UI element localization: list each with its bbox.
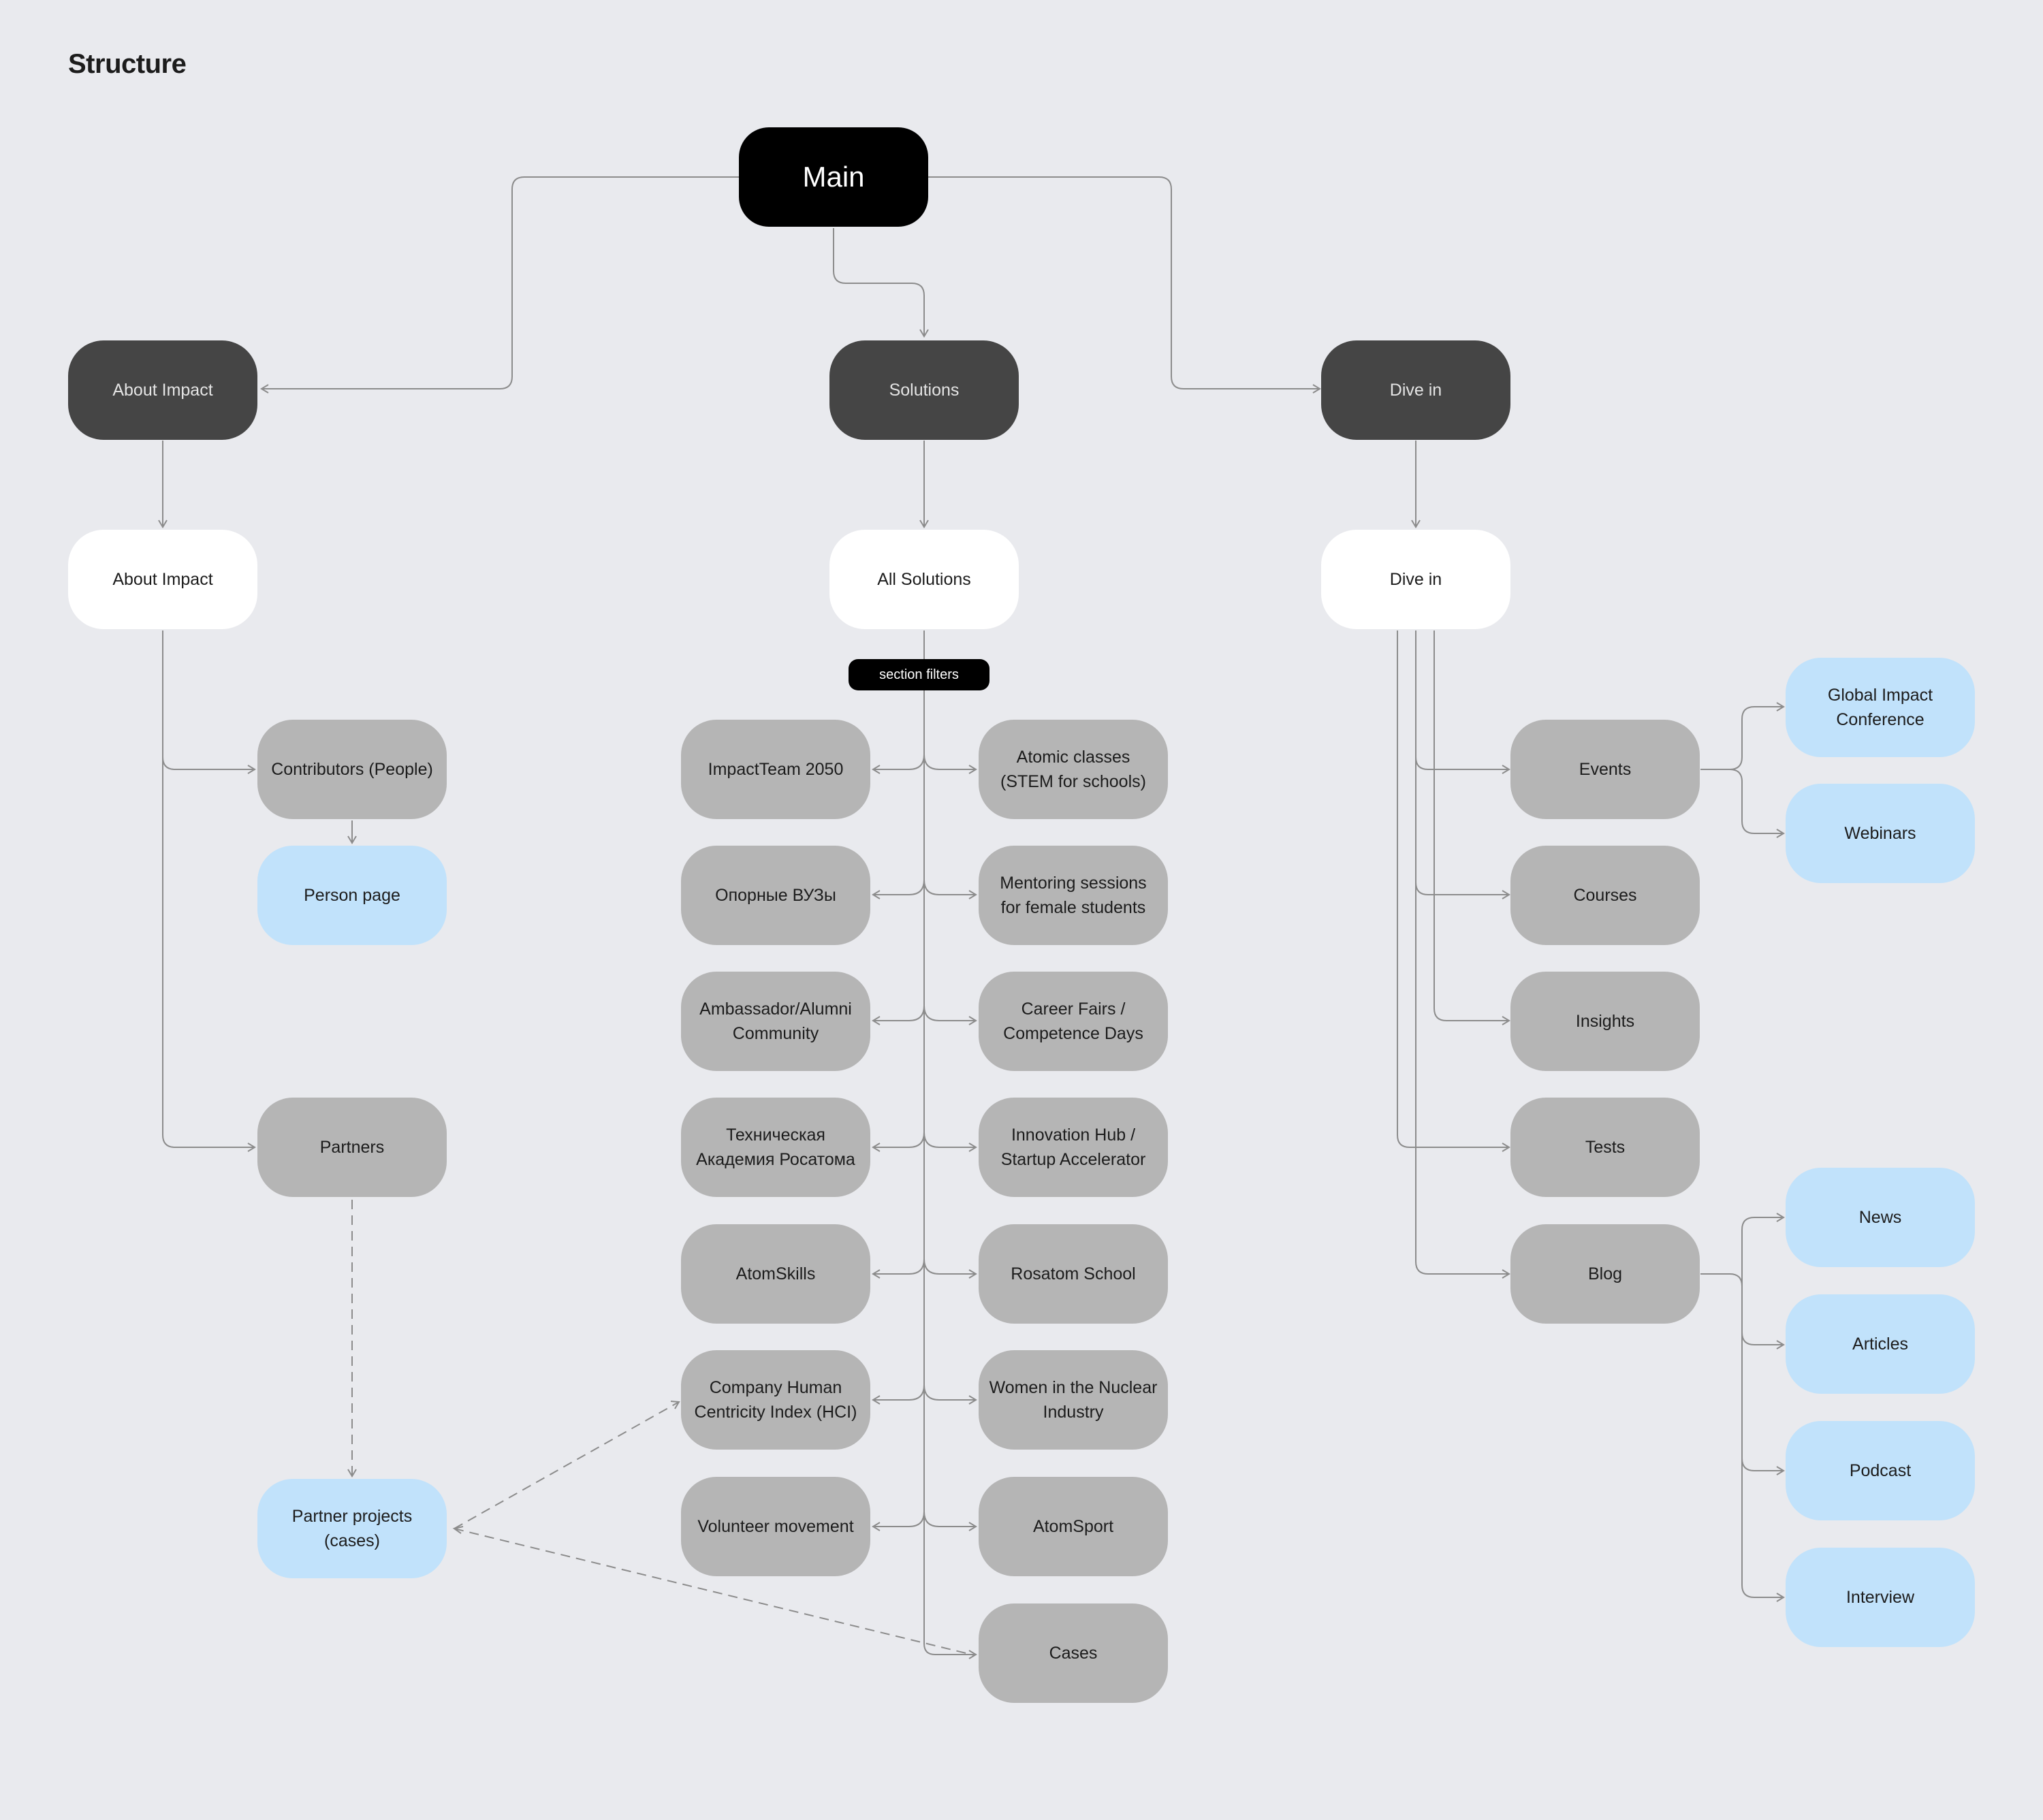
solution-node[interactable]: Mentoring sessions for female students <box>979 846 1168 945</box>
global-impact-conference-node[interactable]: Global Impact Conference <box>1786 658 1975 757</box>
dive-connectors <box>1397 630 1785 1602</box>
solution-node[interactable]: Career Fairs / Competence Days <box>979 972 1168 1071</box>
node-label: Ambassador/Alumni Community <box>699 1000 852 1043</box>
node-label: Innovation Hub / Startup Accelerator <box>1000 1125 1146 1169</box>
solution-node[interactable]: ImpactTeam 2050 <box>681 720 870 819</box>
solution-node[interactable]: Volunteer movement <box>681 1477 870 1576</box>
dive-insights-node[interactable]: Insights <box>1510 972 1700 1071</box>
section-about-impact[interactable]: About Impact <box>68 340 257 440</box>
node-label: Events <box>1579 760 1632 779</box>
node-label: Person page <box>304 886 400 905</box>
section-to-page-connectors <box>158 441 1421 528</box>
node-label: Interview <box>1846 1588 1915 1607</box>
node-label: Rosatom School <box>1011 1264 1136 1283</box>
solution-node[interactable]: AtomSport <box>979 1477 1168 1576</box>
solution-node[interactable]: Women in the Nuclear Industry <box>979 1350 1168 1450</box>
node-label: Articles <box>1852 1335 1908 1354</box>
section-label: Dive in <box>1389 381 1442 400</box>
node-label: Partners <box>319 1138 385 1157</box>
node-label: News <box>1858 1208 1902 1227</box>
person-page-node[interactable]: Person page <box>257 846 447 945</box>
node-label: Contributors (People) <box>271 760 433 779</box>
section-label: About Impact <box>112 381 213 400</box>
node-label: Insights <box>1575 1012 1635 1031</box>
dive-courses-node[interactable]: Courses <box>1510 846 1700 945</box>
node-label: Tests <box>1585 1138 1626 1157</box>
section-filters-badge[interactable]: section filters <box>849 659 989 690</box>
solution-node[interactable]: Техническая Академия Росатома <box>681 1098 870 1197</box>
node-label: Cases <box>1049 1644 1098 1663</box>
solution-node[interactable]: Rosatom School <box>979 1224 1168 1324</box>
about-connectors <box>162 630 975 1656</box>
page-title: Structure <box>68 49 187 79</box>
partner-projects-node[interactable]: Partner projects (cases) <box>257 1479 447 1578</box>
section-label: Solutions <box>889 381 960 400</box>
node-label: Global Impact Conference <box>1827 686 1933 729</box>
node-label: Mentoring sessions for female students <box>1000 874 1147 917</box>
partners-node[interactable]: Partners <box>257 1098 447 1197</box>
node-label: Company Human Centricity Index (HCI) <box>694 1378 857 1422</box>
node-label: Webinars <box>1844 824 1916 843</box>
node-label: Podcast <box>1849 1461 1912 1480</box>
node-label: Partner projects (cases) <box>291 1507 413 1550</box>
page-label: About Impact <box>112 570 213 589</box>
interview-node[interactable]: Interview <box>1786 1548 1975 1647</box>
solution-node[interactable]: Company Human Centricity Index (HCI) <box>681 1350 870 1450</box>
node-label: Career Fairs / Competence Days <box>1003 1000 1143 1043</box>
solutions-connectors <box>872 630 977 1659</box>
node-label: Atomic classes (STEM for schools) <box>1000 748 1146 791</box>
main-node[interactable]: Main <box>739 127 928 227</box>
section-dive-in[interactable]: Dive in <box>1321 340 1510 440</box>
node-label: Volunteer movement <box>697 1517 854 1536</box>
node-label: AtomSport <box>1032 1517 1114 1536</box>
section-solutions[interactable]: Solutions <box>829 340 1019 440</box>
webinars-node[interactable]: Webinars <box>1786 784 1975 883</box>
solution-node[interactable]: AtomSkills <box>681 1224 870 1324</box>
articles-node[interactable]: Articles <box>1786 1294 1975 1394</box>
news-node[interactable]: News <box>1786 1168 1975 1267</box>
cases-node[interactable]: Cases <box>979 1603 1168 1703</box>
main-label: Main <box>802 161 865 193</box>
node-label: Опорные ВУЗы <box>715 886 836 905</box>
page-all-solutions[interactable]: All Solutions <box>829 530 1019 629</box>
node-label: Women in the Nuclear Industry <box>989 1378 1158 1422</box>
solution-node[interactable]: Ambassador/Alumni Community <box>681 972 870 1071</box>
contributors-node[interactable]: Contributors (People) <box>257 720 447 819</box>
page-label: Dive in <box>1389 570 1442 589</box>
dive-tests-node[interactable]: Tests <box>1510 1098 1700 1197</box>
solution-node[interactable]: Innovation Hub / Startup Accelerator <box>979 1098 1168 1197</box>
node-label: Техническая Академия Росатома <box>696 1125 855 1169</box>
page-label: All Solutions <box>877 570 971 589</box>
badge-label: section filters <box>879 667 959 682</box>
podcast-node[interactable]: Podcast <box>1786 1421 1975 1520</box>
page-about-impact[interactable]: About Impact <box>68 530 257 629</box>
node-label: Blog <box>1587 1264 1623 1283</box>
main-connectors <box>260 176 1321 394</box>
dive-events-node[interactable]: Events <box>1510 720 1700 819</box>
node-label: AtomSkills <box>735 1264 816 1283</box>
page-dive-in[interactable]: Dive in <box>1321 530 1510 629</box>
dive-blog-node[interactable]: Blog <box>1510 1224 1700 1324</box>
node-label: Courses <box>1573 886 1637 905</box>
solution-node[interactable]: Atomic classes (STEM for schools) <box>979 720 1168 819</box>
node-label: ImpactTeam 2050 <box>708 760 844 779</box>
solution-node[interactable]: Опорные ВУЗы <box>681 846 870 945</box>
